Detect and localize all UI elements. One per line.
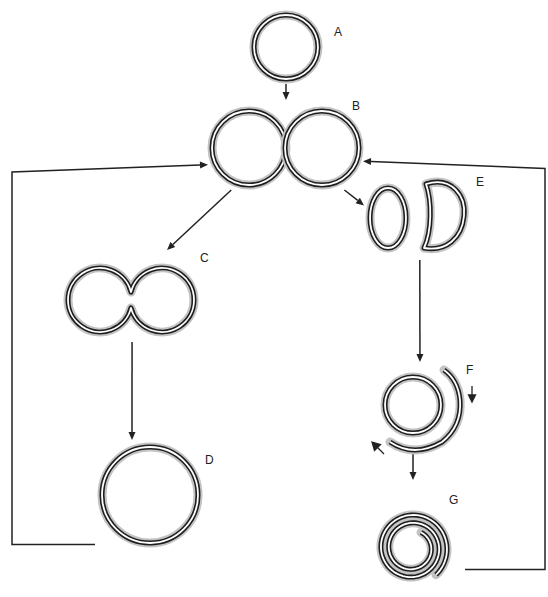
- vesicle-node: C: [62, 250, 212, 342]
- transition-arrow: [363, 158, 545, 570]
- transition-arrow: [416, 260, 423, 362]
- membrane: [68, 268, 194, 332]
- stage-letter: F: [466, 364, 473, 377]
- rolling-direction-arrow: [372, 442, 384, 454]
- membrane: [385, 377, 441, 433]
- transition-arrow: [344, 190, 364, 205]
- transition-arrow: [12, 162, 208, 545]
- stage-letter: D: [205, 454, 214, 467]
- stage-letter: A: [334, 26, 342, 39]
- membrane: [254, 15, 318, 79]
- rolling-direction-arrow: [469, 386, 476, 402]
- stage-letter: B: [352, 100, 360, 113]
- vesicle-outline: [95, 440, 220, 550]
- transition-arrow: [410, 454, 417, 480]
- vesicle-outline: [208, 100, 363, 190]
- transition-arrow: [167, 190, 231, 250]
- membrane: [102, 447, 198, 543]
- membrane: [370, 188, 406, 248]
- transition-arrow: [129, 342, 136, 440]
- membrane: [390, 370, 460, 450]
- stage-letter: E: [476, 176, 484, 189]
- transition-arrow: [282, 84, 289, 100]
- vesicle-node: D: [95, 440, 220, 550]
- membrane: [381, 515, 447, 577]
- membrane: [212, 111, 286, 185]
- vesicle-outline: [62, 250, 212, 342]
- vesicle-node: G: [365, 480, 465, 592]
- vesicle-node: F: [372, 362, 482, 454]
- vesicle-outline: [364, 176, 488, 260]
- vesicle-node: A: [250, 8, 350, 84]
- vesicle-outline: [250, 8, 350, 84]
- membrane: [424, 182, 464, 248]
- stage-letter: G: [449, 494, 458, 507]
- vesicle-node: E: [364, 176, 488, 260]
- stage-letter: C: [200, 252, 209, 265]
- vesicle-node: B: [208, 100, 363, 190]
- membrane: [285, 111, 359, 185]
- vesicle-outline: [372, 362, 482, 454]
